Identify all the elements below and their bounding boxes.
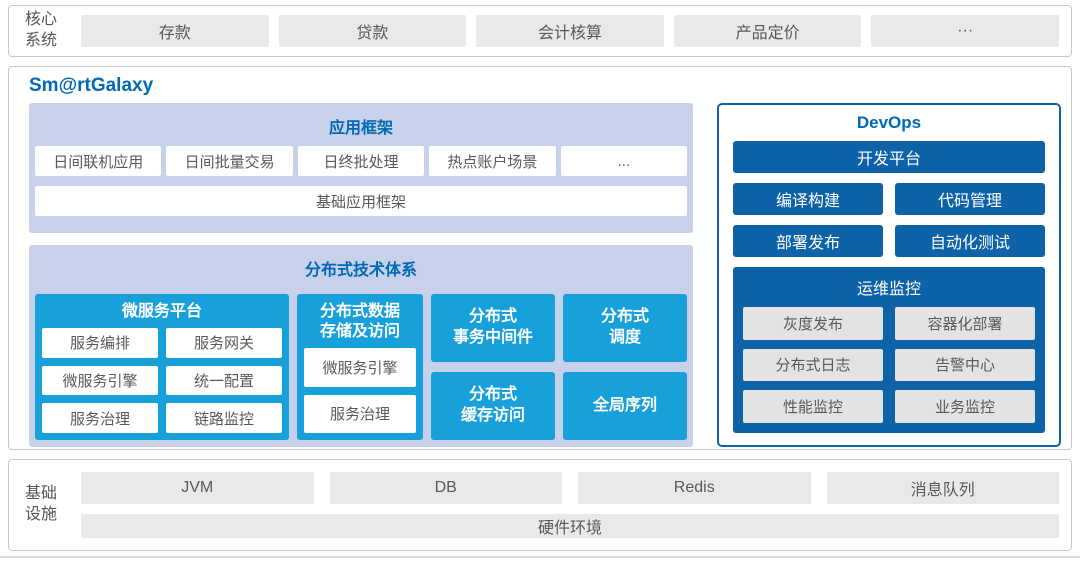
tool-auto-test: 自动化测试 — [895, 225, 1045, 257]
ms-item-config: 统一配置 — [166, 365, 282, 396]
devops-panel: DevOps 开发平台 编译构建 代码管理 部署发布 自动化测试 运维监控 灰度… — [717, 103, 1061, 447]
tool-code-mgmt: 代码管理 — [895, 183, 1045, 215]
infra-item-db: DB — [329, 472, 562, 504]
storage-access-items: 微服务引擎 服务治理 — [304, 348, 416, 433]
distributed-scheduling: 分布式 调度 — [563, 294, 687, 362]
left-column: 应用框架 日间联机应用 日间批量交易 日终批处理 热点账户场景 ... 基础应用… — [29, 103, 693, 447]
distributed-panel: 分布式技术体系 微服务平台 服务编排 服务网关 微服务引擎 统一配置 服务治理 … — [29, 245, 693, 447]
tool-deploy: 部署发布 — [733, 225, 883, 257]
microservice-platform-title: 微服务平台 — [121, 303, 202, 320]
ops-monitoring-title: 运维监控 — [856, 281, 921, 298]
app-item-daytime-batch: 日间批量交易 — [166, 146, 293, 176]
monitor-business: 业务监控 — [895, 390, 1035, 423]
infrastructure-label: 基础 设施 — [25, 485, 58, 523]
core-systems-label: 核心 系统 — [25, 11, 58, 49]
infra-item-redis: Redis — [578, 472, 811, 504]
infra-item-jvm: JVM — [81, 472, 314, 504]
storage-item-governance: 服务治理 — [304, 394, 416, 433]
monitor-alert-center: 告警中心 — [895, 348, 1035, 382]
ms-item-engine: 微服务引擎 — [42, 365, 158, 396]
monitor-distributed-log: 分布式日志 — [743, 348, 883, 382]
infra-item-mq: 消息队列 — [826, 472, 1059, 504]
core-system-item-accounting: 会计核算 — [476, 15, 664, 47]
base-app-framework: 基础应用框架 — [35, 186, 687, 216]
app-framework-panel: 应用框架 日间联机应用 日间批量交易 日终批处理 热点账户场景 ... 基础应用… — [29, 103, 693, 233]
infrastructure-stack: JVM DB Redis 消息队列 硬件环境 — [81, 472, 1059, 538]
monitor-container-deploy: 容器化部署 — [895, 307, 1035, 340]
smartgalaxy-title: Sm@rtGalaxy — [29, 75, 154, 96]
microservice-grid: 服务编排 服务网关 微服务引擎 统一配置 服务治理 链路监控 — [42, 328, 282, 433]
app-item-eod-batch: 日终批处理 — [297, 146, 425, 176]
devops-tools-grid: 编译构建 代码管理 部署发布 自动化测试 — [733, 183, 1045, 257]
app-item-hot-account: 热点账户场景 — [429, 146, 556, 176]
core-system-item-deposit: 存款 — [81, 15, 269, 47]
ms-item-orchestration: 服务编排 — [42, 328, 158, 358]
distributed-grid: 微服务平台 服务编排 服务网关 微服务引擎 统一配置 服务治理 链路监控 — [35, 294, 687, 440]
app-framework-title: 应用框架 — [328, 120, 393, 137]
smartgalaxy-panel: Sm@rtGalaxy 应用框架 日间联机应用 日间批量交易 日终批处理 热点账… — [8, 66, 1072, 450]
app-item-more: ... — [560, 146, 688, 176]
core-system-item-more: ··· — [871, 15, 1059, 47]
devops-title: DevOps — [856, 113, 922, 132]
dev-platform: 开发平台 — [733, 141, 1045, 173]
distributed-col-3: 分布式 事务中间件 分布式 缓存访问 — [431, 294, 555, 440]
infrastructure-row: JVM DB Redis 消息队列 — [81, 472, 1059, 504]
tool-build: 编译构建 — [733, 183, 883, 215]
core-system-item-loan: 贷款 — [278, 15, 467, 47]
distributed-cache-access: 分布式 缓存访问 — [431, 372, 555, 440]
smartgalaxy-columns: 应用框架 日间联机应用 日间批量交易 日终批处理 热点账户场景 ... 基础应用… — [29, 103, 1061, 447]
app-item-daytime-online: 日间联机应用 — [35, 146, 162, 176]
ms-item-governance: 服务治理 — [42, 403, 158, 433]
global-sequence: 全局序列 — [563, 372, 687, 440]
distributed-col-4: 分布式 调度 全局序列 — [563, 294, 687, 440]
monitor-performance: 性能监控 — [743, 390, 883, 423]
page-divider — [0, 556, 1080, 558]
ops-monitoring-panel: 运维监控 灰度发布 容器化部署 分布式日志 告警中心 性能监控 业务监控 — [733, 267, 1045, 433]
ops-monitoring-grid: 灰度发布 容器化部署 分布式日志 告警中心 性能监控 业务监控 — [743, 307, 1035, 423]
microservice-platform: 微服务平台 服务编排 服务网关 微服务引擎 统一配置 服务治理 链路监控 — [35, 294, 289, 440]
distributed-storage-access: 分布式数据 存储及访问 微服务引擎 服务治理 — [297, 294, 423, 440]
infrastructure-bar: 基础 设施 JVM DB Redis 消息队列 硬件环境 — [8, 459, 1072, 551]
distributed-title: 分布式技术体系 — [304, 262, 417, 279]
core-systems-bar: 核心 系统 存款 贷款 会计核算 产品定价 ··· — [8, 5, 1072, 57]
core-systems-row: 存款 贷款 会计核算 产品定价 ··· — [81, 15, 1059, 47]
hardware-environment: 硬件环境 — [81, 514, 1059, 538]
storage-item-engine: 微服务引擎 — [304, 348, 416, 387]
distributed-transaction-middleware: 分布式 事务中间件 — [431, 294, 555, 362]
ms-item-gateway: 服务网关 — [166, 328, 282, 358]
app-framework-row: 日间联机应用 日间批量交易 日终批处理 热点账户场景 ... — [35, 146, 688, 176]
monitor-gray-release: 灰度发布 — [743, 307, 883, 340]
core-system-item-pricing: 产品定价 — [673, 15, 862, 47]
ms-item-tracing: 链路监控 — [166, 403, 282, 433]
storage-access-title: 分布式数据 存储及访问 — [319, 303, 400, 340]
